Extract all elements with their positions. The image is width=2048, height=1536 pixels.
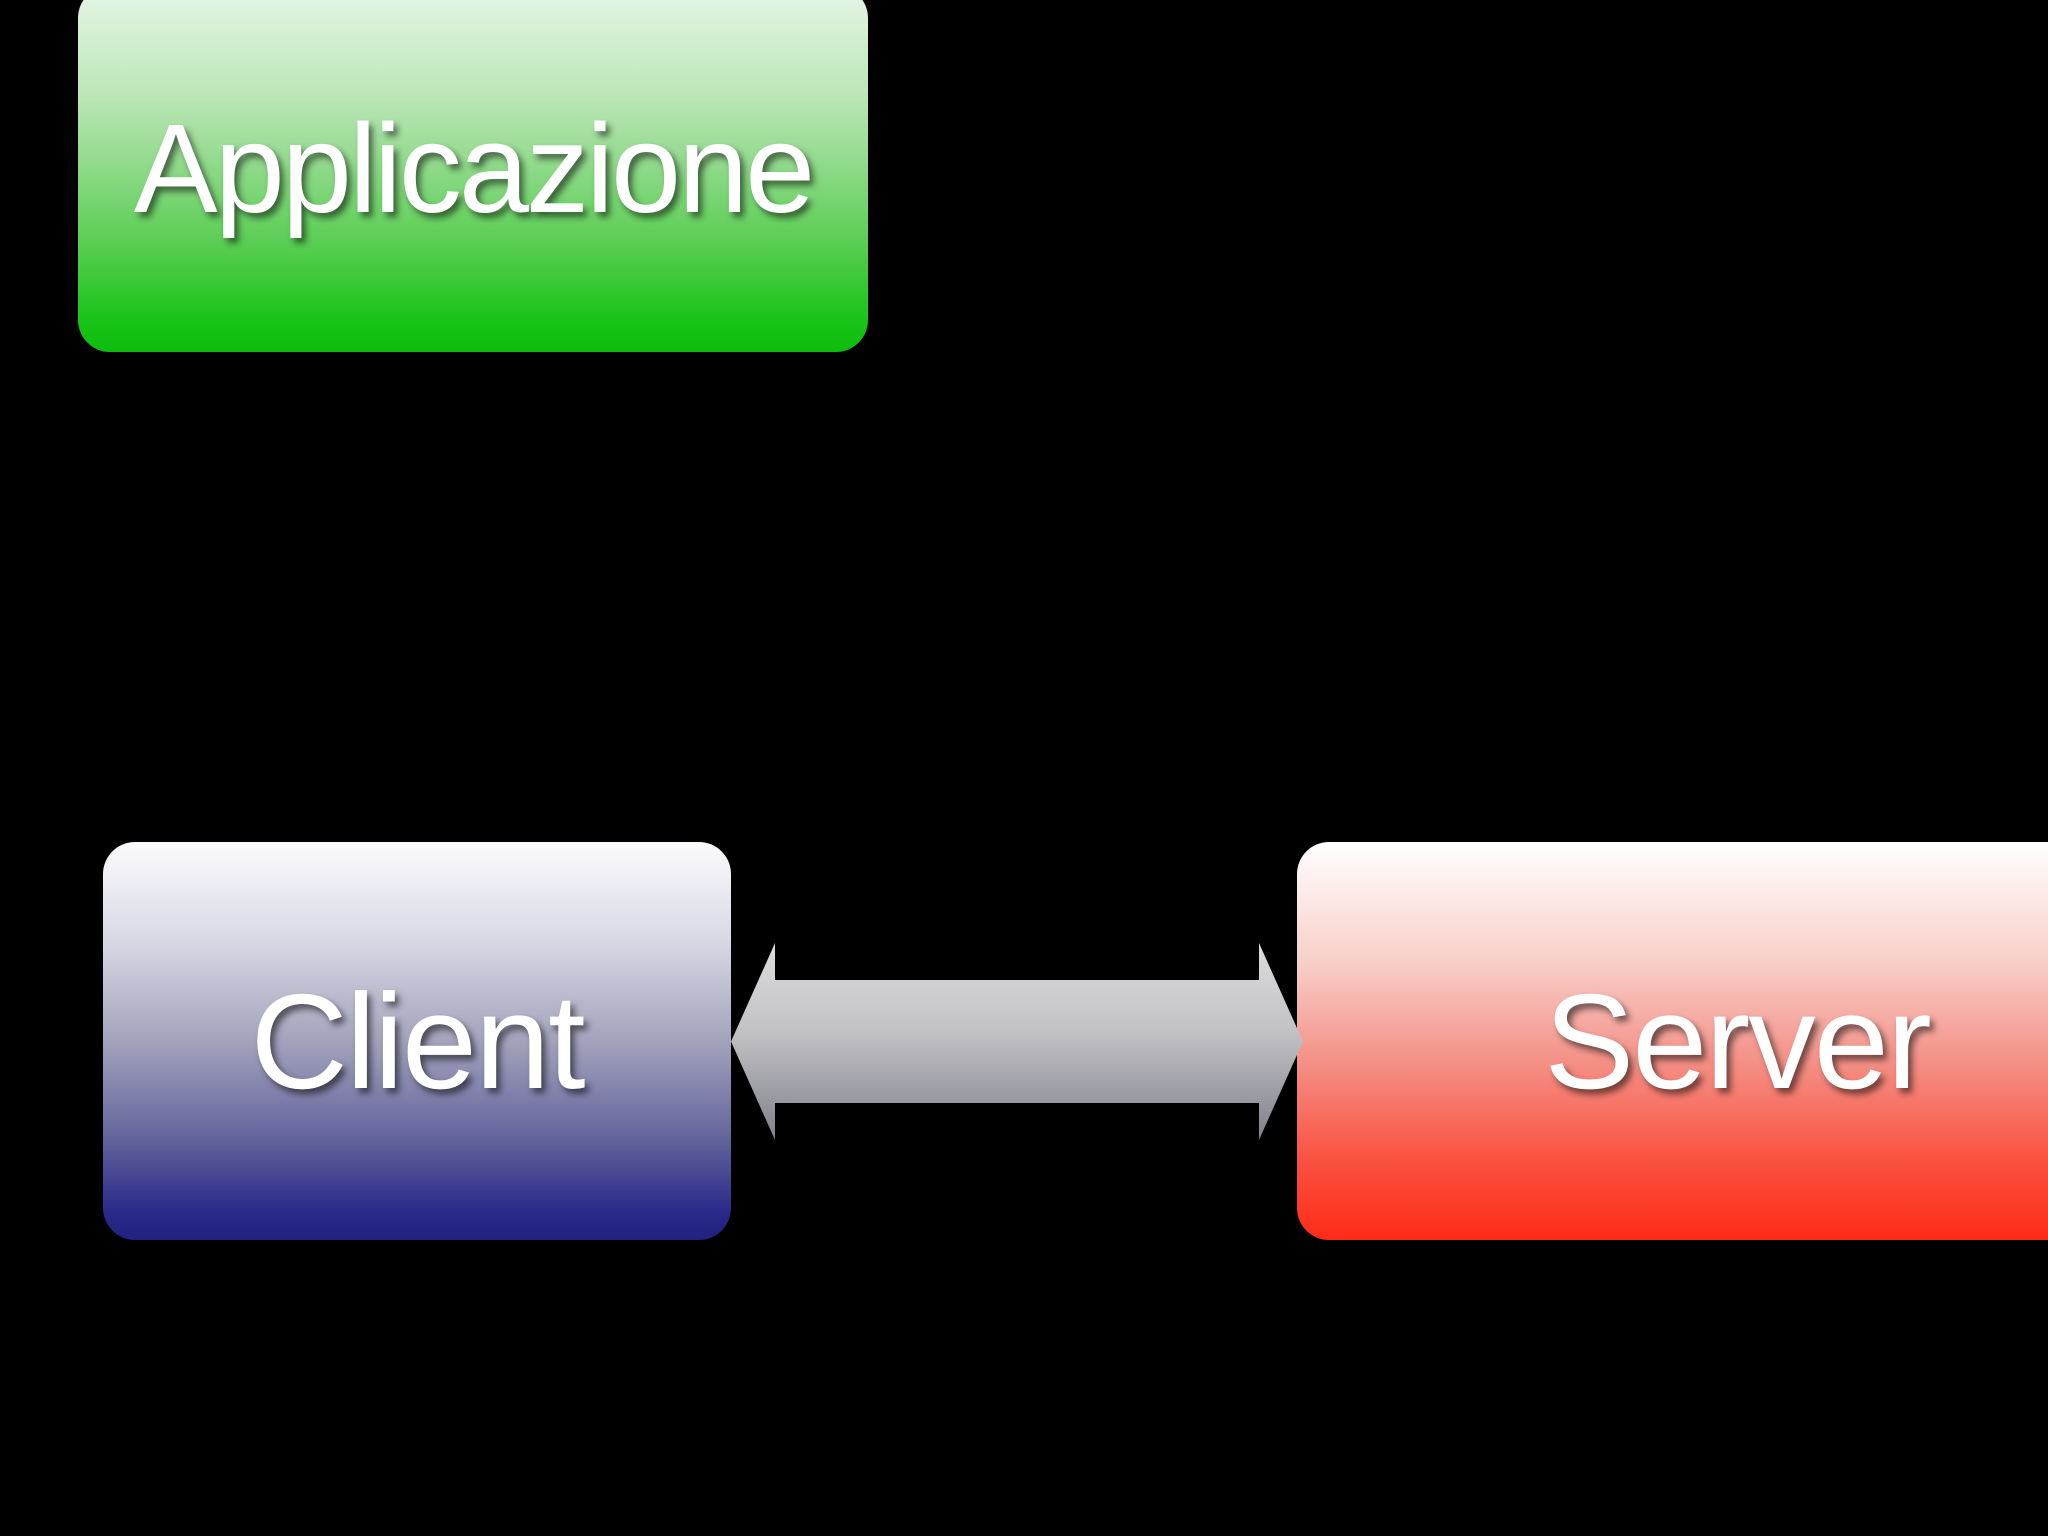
node-server-label: Server — [1544, 965, 1932, 1117]
node-applicazione: Applicazione — [78, 0, 868, 352]
node-server: Server — [1297, 842, 2048, 1240]
node-applicazione-label: Applicazione — [133, 98, 815, 239]
node-client-label: Client — [250, 965, 585, 1117]
double-arrow-icon — [731, 943, 1303, 1140]
node-client: Client — [103, 842, 731, 1240]
